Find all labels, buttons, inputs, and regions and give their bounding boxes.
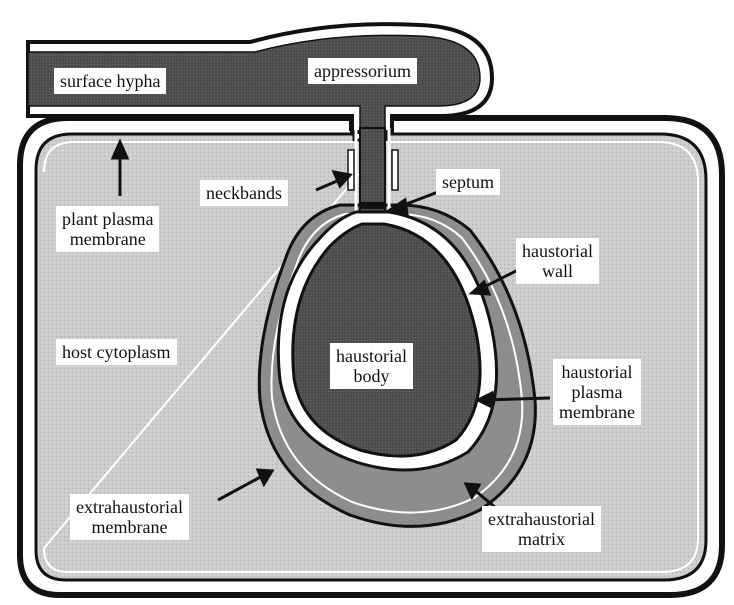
- neckband-right: [392, 150, 398, 190]
- label-neckbands: neckbands: [200, 180, 288, 206]
- label-haustorial-body: haustorial body: [330, 343, 413, 389]
- label-extrahaustorial-membrane: extrahaustorial membrane: [70, 494, 189, 540]
- label-septum: septum: [436, 169, 500, 195]
- septum-bar: [360, 202, 385, 209]
- arrow-haustorial-plasma-membrane: [484, 398, 550, 400]
- label-surface-hypha: surface hypha: [54, 68, 166, 94]
- label-extrahaustorial-matrix: extrahaustorial matrix: [482, 506, 601, 552]
- label-host-cytoplasm: host cytoplasm: [56, 339, 177, 365]
- neckband-left: [348, 150, 354, 190]
- label-haustorial-plasma-membrane: haustorial plasma membrane: [553, 359, 641, 425]
- label-haustorial-wall: haustorial wall: [516, 238, 599, 284]
- label-appressorium: appressorium: [308, 58, 417, 84]
- label-plant-plasma-membrane: plant plasma membrane: [56, 206, 159, 252]
